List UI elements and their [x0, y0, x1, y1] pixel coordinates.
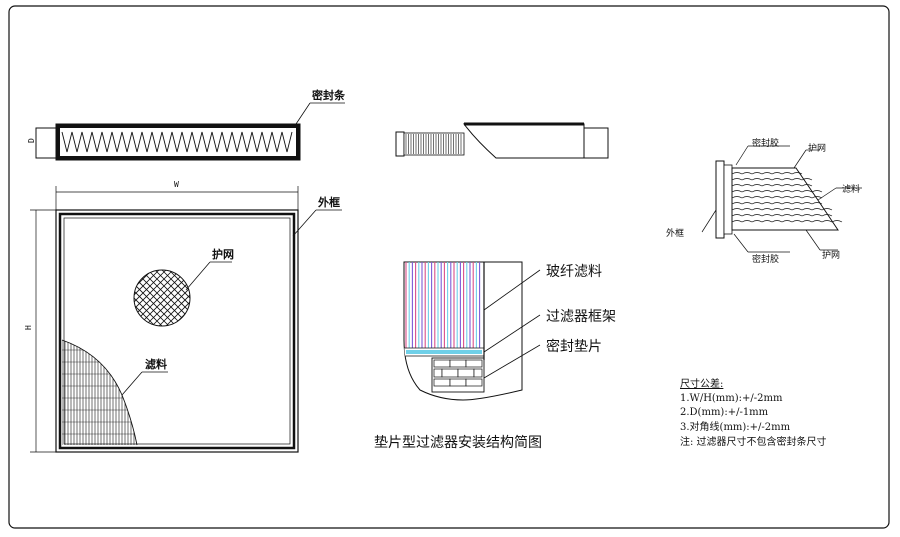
media-wave-lines	[731, 172, 843, 223]
sealant-bottom-label: 密封胶	[752, 253, 779, 265]
frame-label: 外框	[666, 227, 684, 239]
glass-fiber-media-label: 玻纤滤料	[546, 264, 602, 280]
page-border	[8, 5, 890, 529]
dim-w-label: W	[174, 180, 179, 189]
side-elevation-view	[35, 102, 345, 161]
sealant-top-label: 密封胶	[752, 137, 779, 149]
seal-strip-label: 密封条	[312, 88, 346, 102]
filter-frame-label: 过滤器框架	[546, 309, 616, 325]
outer-frame-label: 外框	[317, 195, 340, 209]
filter-media-label: 滤料	[145, 357, 167, 371]
tolerance-notes: 尺寸公差: 1.W/H(mm):+/-2mm 2.D(mm):+/-1mm 3.…	[680, 377, 827, 448]
tolerance-line-3: 3.对角线(mm):+/-2mm	[680, 420, 791, 433]
media-label: 滤料	[842, 183, 860, 195]
sealing-gasket-blocks	[433, 359, 483, 387]
dim-h-label: H	[24, 325, 33, 330]
installation-detail	[403, 261, 541, 401]
front-view	[30, 186, 342, 453]
sealing-gasket-label: 密封垫片	[546, 338, 602, 355]
tolerance-line-2: 2.D(mm):+/-1mm	[680, 407, 769, 418]
gasket-side-profile	[395, 122, 609, 159]
detail-caption: 垫片型过滤器安装结构简图	[374, 434, 542, 451]
tolerance-note: 注: 过滤器尺寸不包含密封条尺寸	[680, 435, 827, 448]
tolerance-line-1: 1.W/H(mm):+/-2mm	[680, 393, 783, 404]
glass-fiber-lines	[405, 262, 481, 348]
tolerance-title: 尺寸公差:	[680, 377, 723, 390]
mesh-bottom-label: 护网	[822, 249, 840, 261]
protective-mesh-label: 护网	[212, 247, 234, 261]
cross-section-view	[701, 145, 862, 253]
pleat-zigzag	[61, 131, 293, 153]
dim-d-label: D	[27, 138, 36, 143]
mesh-top-label: 护网	[808, 142, 826, 154]
